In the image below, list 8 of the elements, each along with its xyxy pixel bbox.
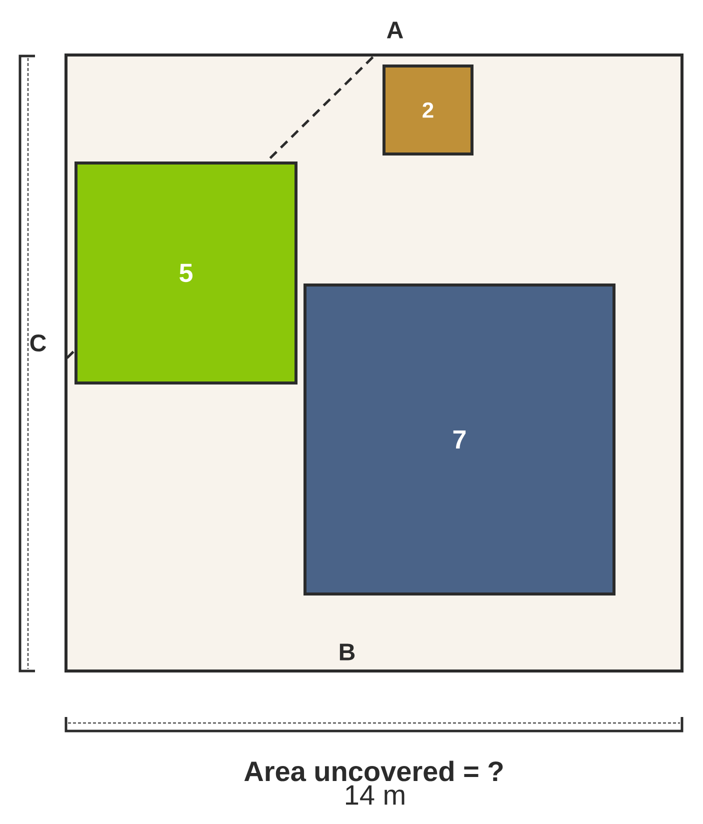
dimension-label: 14 m <box>346 785 404 805</box>
point-label: A <box>386 22 404 38</box>
point-label: B <box>340 644 355 660</box>
question-text: Area uncovered = ? <box>244 760 503 782</box>
square-box: 7 <box>304 284 616 596</box>
square-box: 2 <box>382 64 474 156</box>
square-box: 5 <box>74 162 298 384</box>
point-label: C <box>30 334 46 352</box>
